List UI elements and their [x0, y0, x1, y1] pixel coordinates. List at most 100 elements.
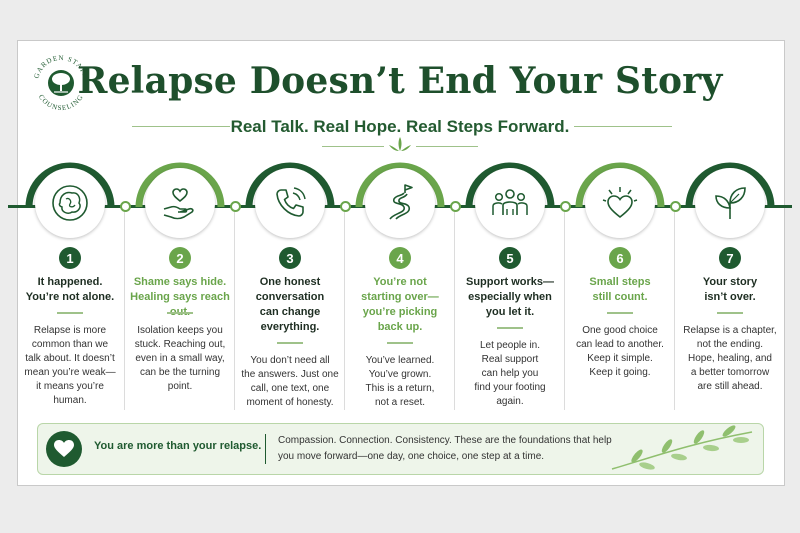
step-body-line: One good choice [582, 325, 658, 336]
step-heading-line: You’re not alone. [25, 291, 115, 303]
subtitle-rule-right [574, 126, 672, 127]
step-body-line: call, one text, one [250, 383, 330, 394]
step-body-line: stuck. Reaching out, [134, 339, 226, 350]
step-icon-circle [365, 168, 435, 238]
step-body-line: Let people in. [479, 340, 541, 351]
step-rule [277, 342, 303, 344]
step-divider [674, 210, 675, 410]
step-heading-line: back up. [377, 321, 423, 333]
step-body-line: a better tomorrow [690, 367, 770, 378]
step-body: One good choice can lead to another. Keep … [568, 324, 672, 380]
page-title: Relapse Doesn’t End Your Story [77, 60, 723, 102]
step-body: Let people in. Real support can help you fi… [458, 339, 562, 409]
subtitle: Real Talk. Real Hope. Real Steps Forward… [230, 117, 570, 136]
step-number-badge: 1 [59, 247, 81, 269]
step-body-line: Relapse is more [33, 325, 107, 336]
step-icon-circle [695, 168, 765, 238]
step-divider [344, 210, 345, 410]
step-heading-line: Shame says hide. [133, 276, 227, 288]
step-rule [607, 312, 633, 314]
step-heading-line: you let it. [485, 306, 535, 318]
step-body-line: it means you’re [36, 381, 104, 392]
step-rule [497, 327, 523, 329]
step-body-line: can help you [481, 368, 539, 379]
olive-branch-icon [611, 425, 753, 470]
step-body: Relapse is a chapter, not the ending. Hope… [678, 324, 782, 394]
step-heading-line: everything. [260, 321, 320, 333]
step-body-line: can lead to another. [576, 339, 664, 350]
step-body-line: This is a return, [365, 383, 435, 394]
step-2: 2 Shame says hide. Healing says reach out… [125, 155, 235, 415]
banner-message: Compassion. Connection. Consistency. The… [278, 435, 612, 462]
step-divider [234, 210, 235, 410]
step-body-line: again. [496, 396, 524, 407]
step-body-line: mean you’re weak— [24, 367, 116, 378]
step-body-line: Hope, healing, and [688, 353, 772, 364]
step-arc [25, 162, 115, 208]
timeline-node [230, 201, 241, 212]
step-body-line: not a reset. [374, 397, 426, 408]
step-body-line: not the ending. [696, 339, 764, 350]
step-body-line: moment of honesty. [246, 397, 334, 408]
ornament-rule-left [322, 146, 384, 147]
step-body-line: Keep it simple. [587, 353, 653, 364]
step-body: You’ve learned. You’ve grown. This is a re… [348, 354, 452, 410]
step-heading-line: starting over— [361, 291, 439, 303]
step-body-line: talk about. It doesn’t [25, 353, 115, 364]
step-rule [167, 312, 193, 314]
step-divider [454, 210, 455, 410]
step-arc [135, 162, 225, 208]
step-rule [57, 312, 83, 314]
step-body-line: Isolation keeps you [137, 325, 223, 336]
bottom-banner: You are more than your relapse. Compassi… [37, 423, 764, 475]
winding-path-flag-icon [389, 184, 413, 220]
step-heading-line: you’re picking [362, 306, 438, 318]
step-divider [564, 210, 565, 410]
leaves-ornament-icon [389, 137, 411, 151]
step-arc [575, 162, 665, 208]
brain-icon [52, 185, 88, 221]
step-body-line: Real support [481, 354, 539, 365]
timeline-node [120, 201, 131, 212]
step-body-line: point. [167, 381, 193, 392]
step-number-badge: 6 [609, 247, 631, 269]
step-body-line: You’ve grown. [368, 369, 432, 380]
step-heading-line: Small steps [589, 276, 651, 288]
step-arc [685, 162, 775, 208]
step-rule [717, 312, 743, 314]
step-1: 1 It happened. You’re not alone. Relapse … [15, 155, 125, 415]
step-body-line: You don’t need all [250, 355, 330, 366]
step-arc [355, 162, 445, 208]
subtitle-rule-left [132, 126, 230, 127]
step-body-line: Relapse is a chapter, [683, 325, 777, 336]
step-heading-line: conversation [255, 291, 325, 303]
step-icon-circle [475, 168, 545, 238]
banner-headline: You are more than your relapse. [94, 440, 262, 452]
heart-icon [46, 431, 82, 467]
step-heading-line: It happened. [37, 276, 103, 288]
step-number-badge: 7 [719, 247, 741, 269]
garden-state-logo: GARDEN STATE COUNSELING [32, 54, 88, 112]
sprout-icon [715, 187, 746, 219]
step-body-line: are still ahead. [697, 381, 763, 392]
step-number-badge: 3 [279, 247, 301, 269]
step-body-line: can be the turning [139, 367, 221, 378]
step-number-badge: 5 [499, 247, 521, 269]
step-number-badge: 2 [169, 247, 191, 269]
step-heading-line: Your story [702, 276, 758, 288]
step-body-line: You’ve learned. [365, 355, 435, 366]
people-group-icon [492, 189, 528, 215]
step-icon-circle [35, 168, 105, 238]
step-body-line: find your footing [474, 382, 546, 393]
step-heading-line: Healing says reach out. [130, 291, 230, 318]
